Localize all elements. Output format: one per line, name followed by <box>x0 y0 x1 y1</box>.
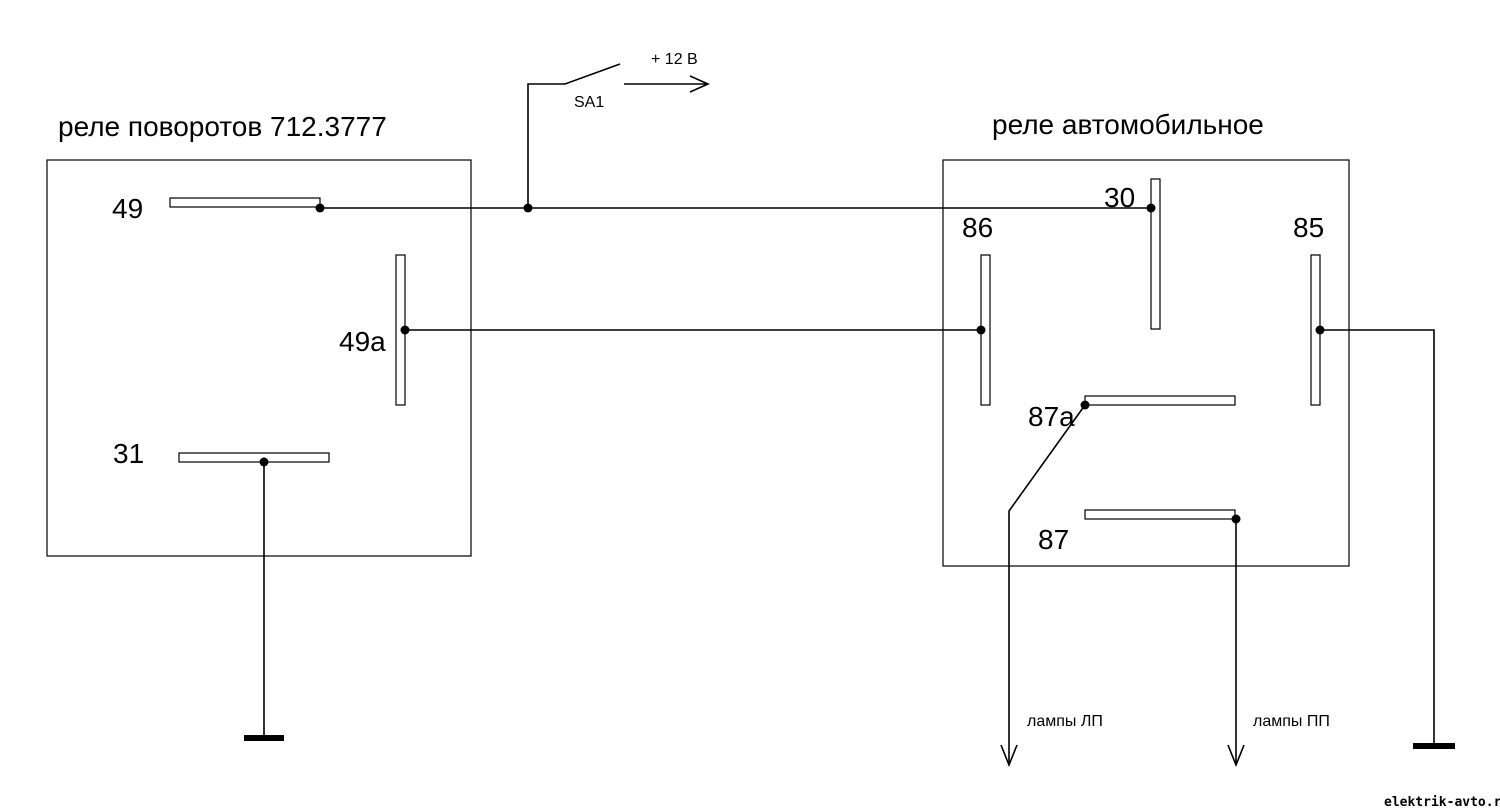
node-87 <box>1231 514 1241 524</box>
node-87a <box>1080 400 1090 410</box>
left-lamps-label: лампы ЛП <box>1027 713 1103 730</box>
pin-87-contact <box>1084 509 1236 520</box>
pin-31-label: 31 <box>113 438 144 469</box>
node-49a <box>400 325 410 335</box>
wire-87a-to-left-lamps <box>1008 404 1086 765</box>
switch-label: SA1 <box>574 94 604 111</box>
node-30 <box>1146 203 1156 213</box>
left-lamps-arrow-head <box>1000 744 1018 768</box>
supply-arrow-head <box>689 75 710 93</box>
pin-31-contact <box>178 452 330 463</box>
pin-86-label: 86 <box>962 212 993 243</box>
right-lamps-label: лампы ПП <box>1253 713 1330 730</box>
supply-label: + 12 B <box>651 51 698 68</box>
right-lamps-arrow-head <box>1227 744 1245 768</box>
node-85 <box>1315 325 1325 335</box>
pin-49a-label: 49a <box>339 326 386 357</box>
left-relay-box <box>46 159 472 557</box>
pin-30-contact <box>1150 178 1161 330</box>
pin-87a-contact <box>1084 395 1236 406</box>
pin-87-label: 87 <box>1038 524 1069 555</box>
wire-switch-sa1 <box>527 63 621 208</box>
node-switch-junction <box>523 203 533 213</box>
node-49 <box>315 203 325 213</box>
watermark: elektrik-avto.ru <box>1384 795 1500 810</box>
right-relay-title: реле автомобильное <box>992 109 1264 140</box>
node-31 <box>259 457 269 467</box>
node-86 <box>976 325 986 335</box>
right-relay-box <box>942 159 1350 567</box>
pin-87a-label: 87a <box>1028 401 1075 432</box>
pin-85-label: 85 <box>1293 212 1324 243</box>
wire-85-to-ground <box>1320 329 1435 746</box>
pin-49-label: 49 <box>112 193 143 224</box>
left-relay-title: реле поворотов 712.3777 <box>58 111 387 142</box>
pin-49-contact <box>169 197 321 208</box>
